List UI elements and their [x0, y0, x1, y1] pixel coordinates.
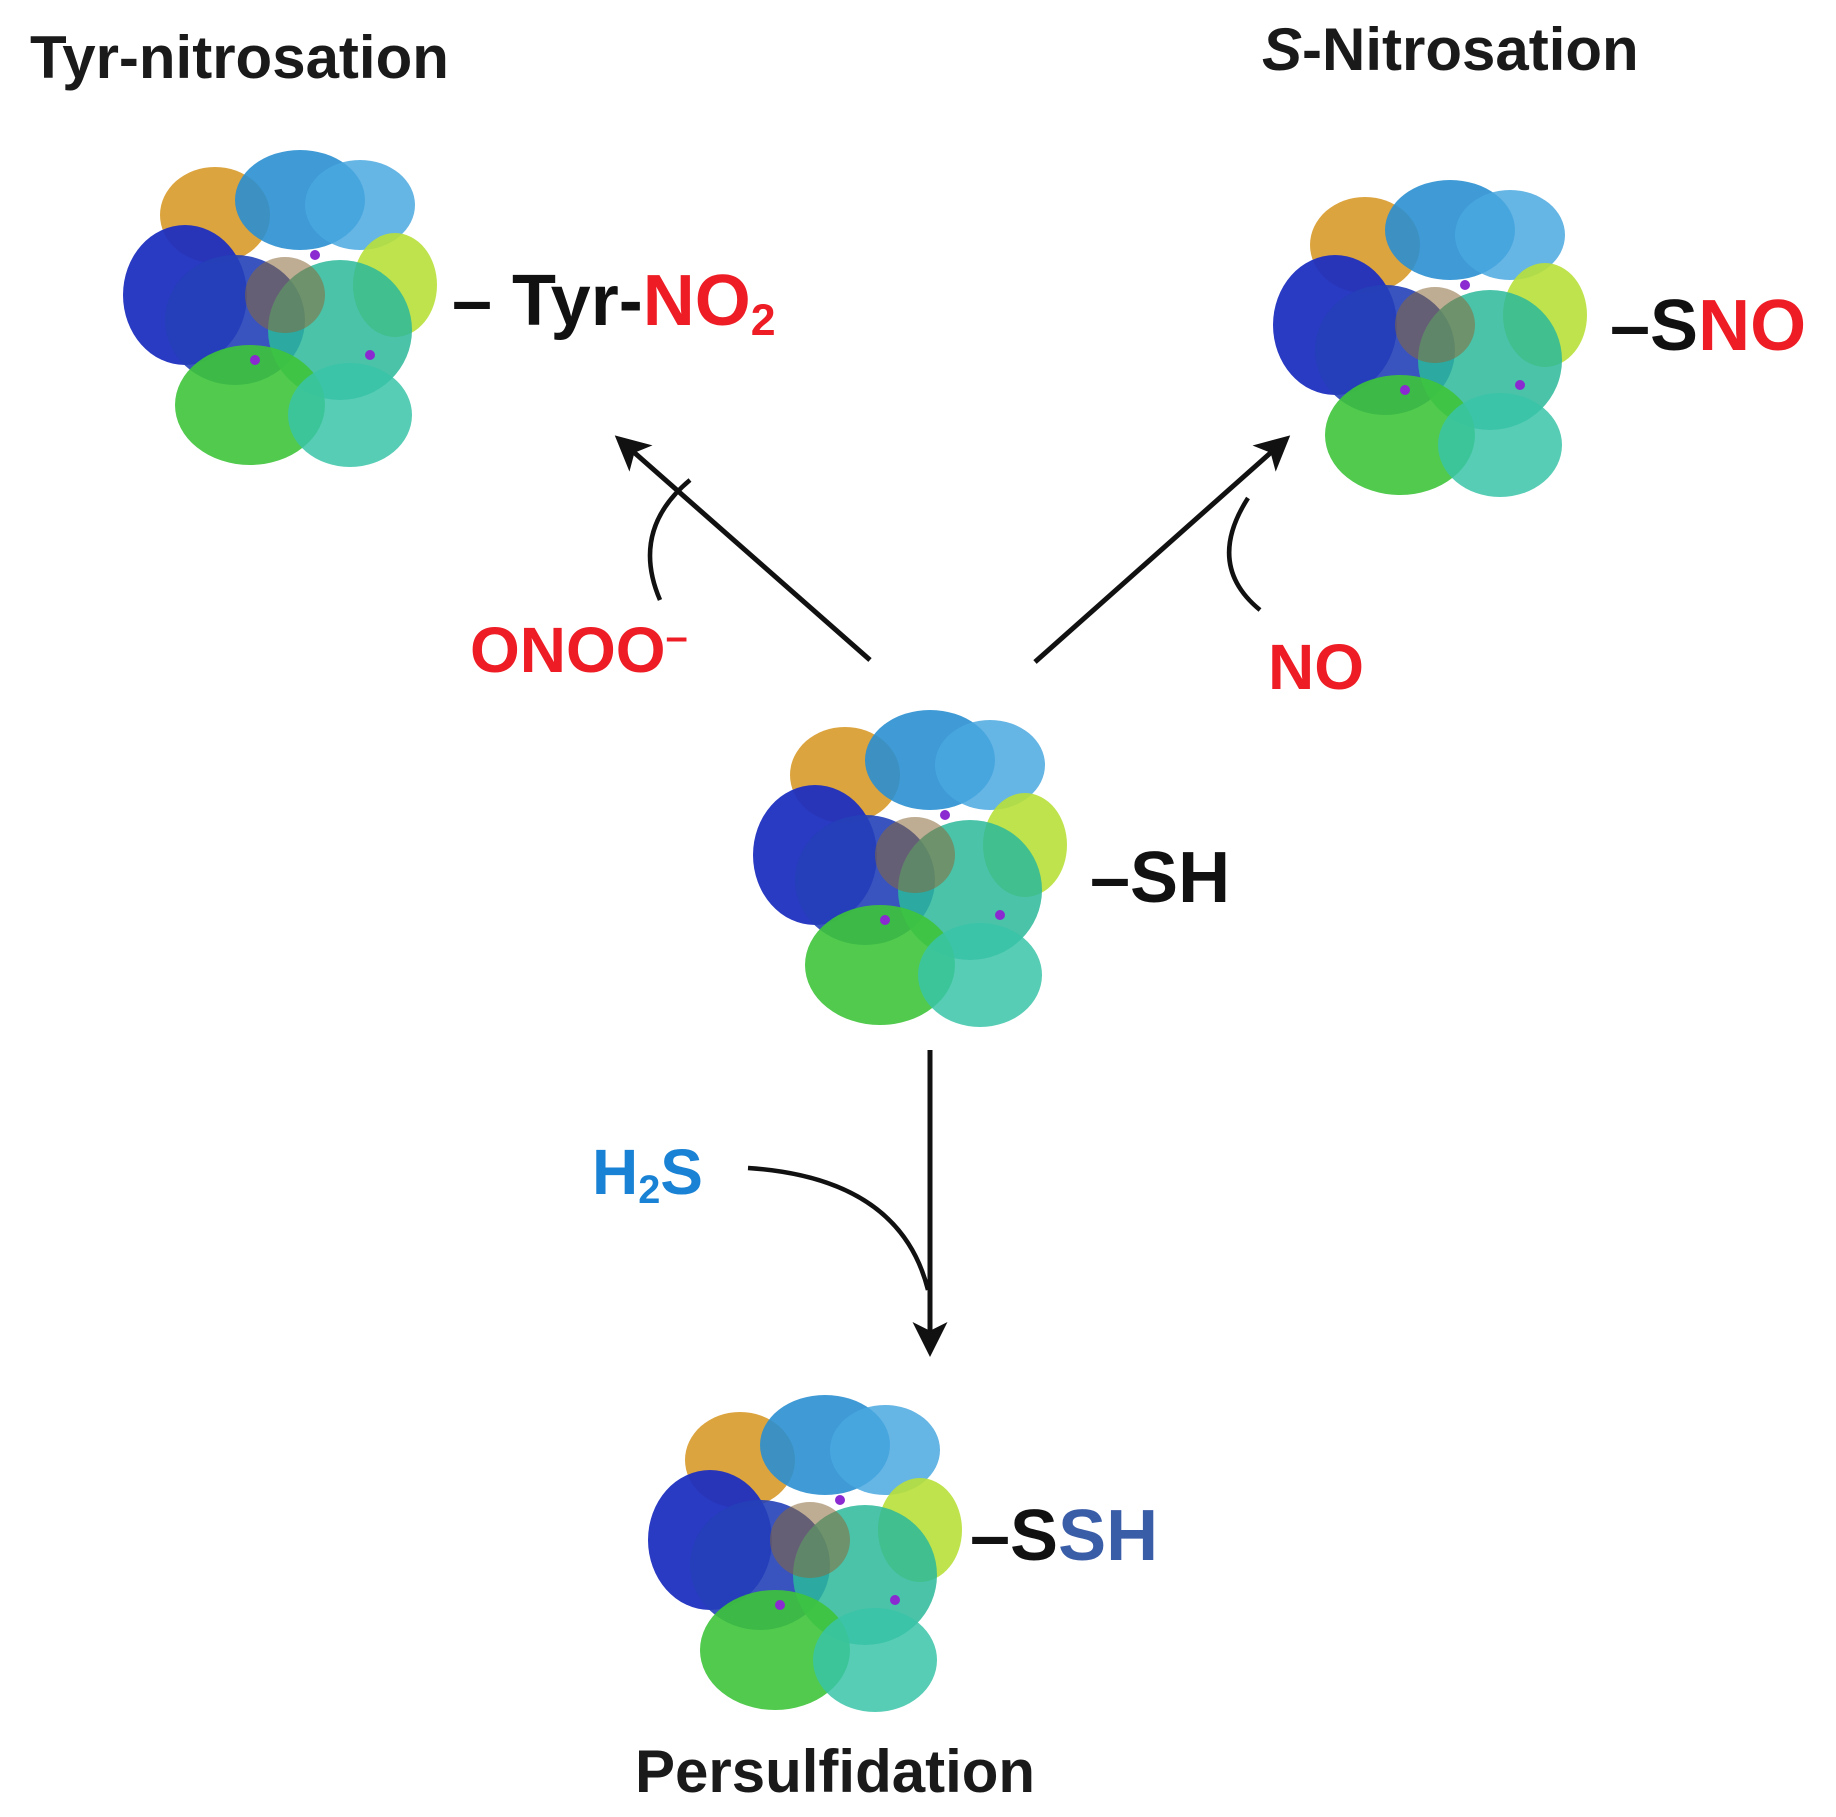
title-tyr-nitrosation: Tyr-nitrosation: [30, 24, 449, 91]
reagent-peroxynitrite: ONOO–: [470, 615, 688, 682]
arrow-to-s-nitrosation: [1033, 435, 1291, 664]
reagent-onoo-charge: –: [665, 615, 688, 660]
group-tyr-no2: – Tyr-NO2: [452, 265, 776, 343]
reagent-h2s-sub: 2: [638, 1167, 661, 1212]
group-sh: –SH: [1090, 838, 1231, 918]
reagent-onoo: ONOO: [470, 614, 666, 686]
curve-no: [1226, 496, 1262, 612]
group-tyr-sub: 2: [750, 295, 776, 345]
protein-structure-icon: [123, 150, 437, 467]
reagent-h2s-s: S: [660, 1136, 703, 1208]
arrow-to-tyr-nitrosation: [614, 435, 872, 662]
reagent-h2s: H2S: [592, 1140, 703, 1210]
protein-structure-icon: [753, 710, 1067, 1027]
group-sno: –SNO: [1610, 290, 1806, 362]
group-ssh-sh: SH: [1058, 1496, 1159, 1576]
group-tyr-no: NO: [642, 261, 751, 341]
curve-onoo: [647, 478, 692, 601]
protein-structure-icon: [1273, 180, 1587, 497]
group-tyr-prefix: – Tyr-: [452, 261, 643, 341]
title-s-nitrosation-italic: S: [1262, 16, 1303, 83]
group-ssh-s: –S: [970, 1496, 1059, 1576]
title-s-nitrosation-rest: -Nitrosation: [1302, 16, 1639, 83]
title-s-nitrosation: S-Nitrosation: [1262, 20, 1639, 80]
group-sno-s: –S: [1610, 286, 1699, 366]
protein-structure-icon: [648, 1395, 962, 1712]
group-ssh: –SSH: [970, 1500, 1158, 1572]
curve-h2s: [747, 1165, 931, 1291]
title-persulfidation: Persulfidation: [635, 1738, 1036, 1805]
reagent-no: NO: [1268, 631, 1364, 703]
group-sno-no: NO: [1698, 286, 1807, 366]
reagent-h2s-h: H: [592, 1136, 639, 1208]
